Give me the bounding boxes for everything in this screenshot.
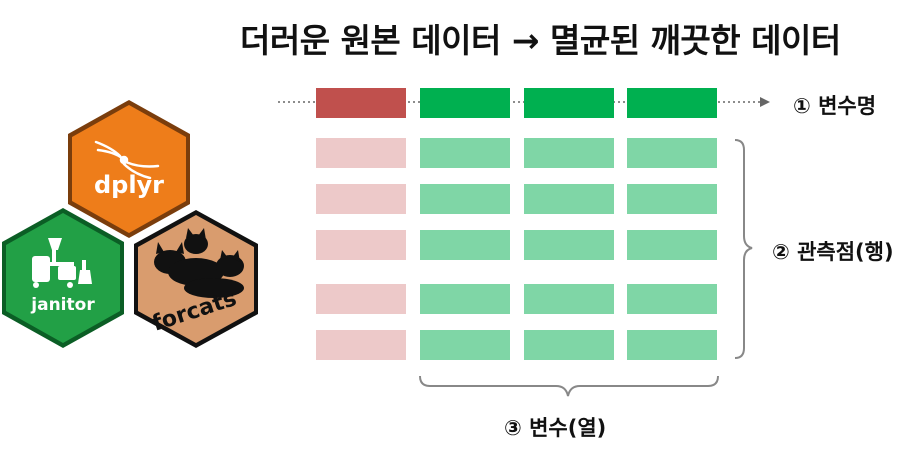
- observations-label: ② 관측점(행): [772, 240, 894, 264]
- cell-clean: [420, 230, 510, 260]
- cell-clean: [420, 138, 510, 168]
- pliers-icon: [94, 140, 160, 180]
- table-row-2: [316, 184, 717, 214]
- header-cell-clean-3: [627, 88, 717, 118]
- header-cell-clean-1: [420, 88, 510, 118]
- cell-clean: [627, 184, 717, 214]
- diagram-title: 더러운 원본 데이터 → 멸균된 깨끗한 데이터: [240, 21, 841, 60]
- table-row-3: [316, 230, 717, 260]
- header-arrow-head: [760, 97, 770, 107]
- janitor-cart-icon: [32, 238, 92, 288]
- cell-clean: [627, 230, 717, 260]
- dplyr-logo-text: dplyr: [94, 171, 164, 199]
- header-cell-dirty: [316, 88, 406, 118]
- cell-clean: [627, 138, 717, 168]
- janitor-logo: janitor: [2, 208, 124, 348]
- cell-clean: [420, 184, 510, 214]
- columns-brace: [419, 375, 719, 397]
- header-cell-clean-2: [524, 88, 614, 118]
- cell-dirty: [316, 184, 406, 214]
- cell-clean: [627, 330, 717, 360]
- cell-clean: [524, 230, 614, 260]
- table-row-1: [316, 138, 717, 168]
- cell-clean: [524, 138, 614, 168]
- variables-label: ③ 변수(열): [504, 416, 607, 440]
- cell-clean: [420, 284, 510, 314]
- cell-clean: [524, 330, 614, 360]
- cell-clean: [524, 284, 614, 314]
- cell-dirty: [316, 330, 406, 360]
- dplyr-logo: dplyr: [68, 100, 190, 238]
- cell-dirty: [316, 138, 406, 168]
- cell-clean: [524, 184, 614, 214]
- forcats-logo: forcats: [134, 210, 258, 348]
- rows-brace: [734, 139, 753, 359]
- cell-clean: [627, 284, 717, 314]
- cell-dirty: [316, 230, 406, 260]
- table-row-4: [316, 284, 717, 314]
- table-row-5: [316, 330, 717, 360]
- cats-icon: [154, 228, 244, 298]
- cell-dirty: [316, 284, 406, 314]
- variable-names-label: ① 변수명: [793, 94, 877, 118]
- janitor-logo-text: janitor: [30, 295, 95, 315]
- cell-clean: [420, 330, 510, 360]
